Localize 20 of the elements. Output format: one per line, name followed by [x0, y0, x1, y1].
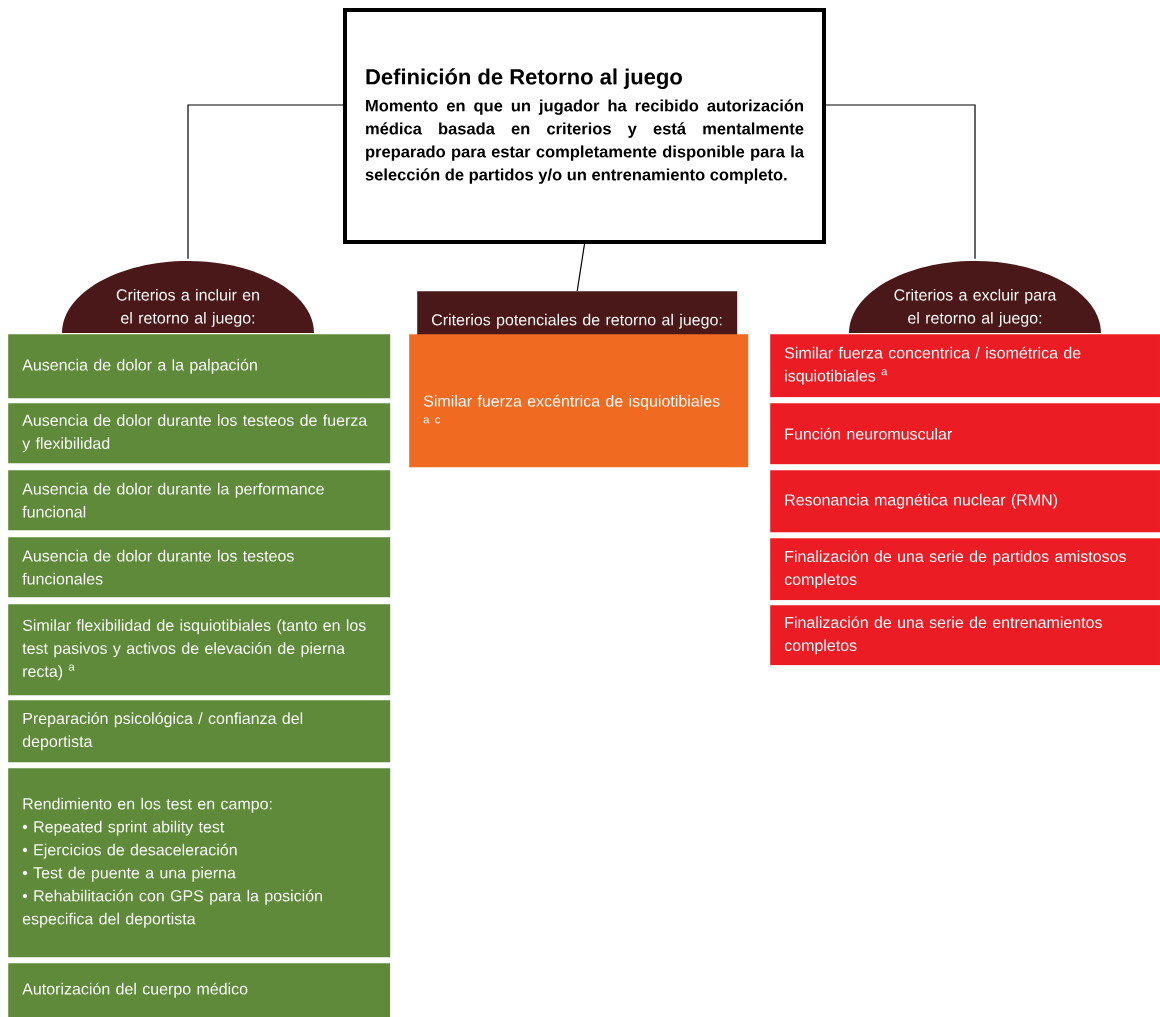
criterion-box: Ausencia de dolor durante los testeos funcionales [8, 537, 391, 598]
criterion-box: Ausencia de dolor durante la performance funcional [8, 470, 391, 531]
dome-header: Criterios a incluir en el retorno al juego: [62, 261, 314, 333]
connector-line [187, 104, 344, 260]
criterion-box: Similar fuerza concentrica / isométrica de isquiotibiales $^{a}$ [770, 334, 1160, 398]
connector-line [576, 243, 586, 292]
criterion-box: Resonancia magnética nuclear (RMN) [770, 470, 1160, 533]
criterion-box: Preparación psicológica / confianza del deportista [8, 700, 391, 763]
criterion-box: Finalización de una serie de partidos amistosos completos [770, 538, 1160, 601]
dome-header: Criterios a excluir para el retorno al juego: [849, 261, 1101, 333]
connector-line [825, 104, 976, 260]
criterion-box: Finalización de una serie de entrenamientos completos [770, 605, 1160, 666]
definition-box: Definición de Retorno al juego Momento en que un jugador ha recibido autorización médica basada en criterios y está mentalmente preparado para estar completamente disponible para la selección de partidos y/o un entrenamiento completo. [343, 8, 826, 244]
criterion-box: Ausencia de dolor durante los testeos de fuerza y flexibilidad [8, 403, 391, 464]
criterion-box: Autorización del cuerpo médico [8, 963, 391, 1017]
criterion-box: Ausencia de dolor a la palpación [8, 334, 391, 399]
criterion-box: Rendimiento en los test en campo: • Repeated sprint ability test • Ejercicios de desaceleración • Test de puente a una pierna • Rehabilitación con GPS para la posición especifica del deportista [8, 768, 391, 958]
criterion-box: Similar flexibilidad de isquiotibiales (tanto en los test pasivos y activos de elevación de pierna recta) $^{a}$ [8, 604, 391, 696]
criterion-box: Similar fuerza excéntrica de isquiotibiales a c [409, 334, 749, 468]
criterion-box: Función neuromuscular [770, 403, 1160, 465]
